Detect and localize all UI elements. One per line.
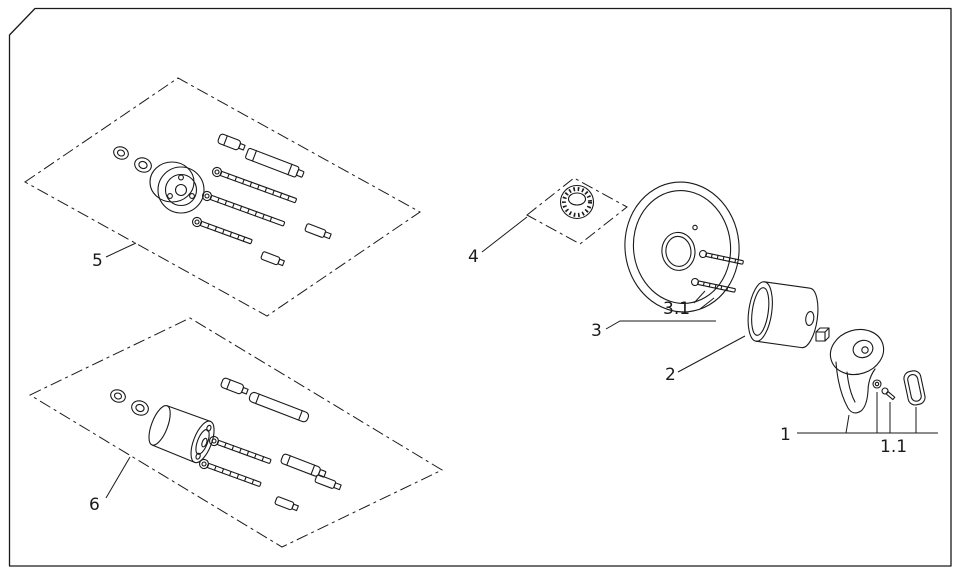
adapter-icon: [304, 223, 332, 240]
screw-icon: [211, 166, 297, 204]
leader-line-2: [677, 335, 746, 373]
connector-cube: [815, 327, 830, 342]
screw-icon: [201, 190, 286, 227]
leader-line-4: [481, 216, 528, 253]
kit6-boundary: [28, 317, 444, 548]
extension-piece: [280, 453, 327, 478]
escutcheon-screws: [690, 249, 744, 293]
screw-icon: [698, 249, 744, 265]
cap-knob: [559, 184, 595, 220]
drawing-frame: [8, 7, 952, 567]
kit5-parts: [113, 133, 332, 267]
extension-spindle: [245, 147, 305, 178]
handle-fixing-parts: [872, 370, 926, 406]
part-label-4: 4: [468, 247, 479, 267]
seal-ring-icon: [134, 157, 152, 173]
seal-ring-icon: [110, 389, 126, 403]
part-label-3-1: 3.1: [663, 299, 690, 319]
kit5-boundary: [24, 77, 421, 317]
screw-icon: [208, 435, 272, 464]
leader-line-5: [105, 242, 137, 258]
cartridge-flange: [149, 161, 205, 214]
sleeve: [747, 281, 819, 349]
part-label-2: 2: [665, 365, 676, 385]
lever-handle: [829, 328, 885, 414]
part-label-3: 3: [591, 321, 602, 341]
seal-ring-icon: [113, 146, 129, 160]
leader-line-3-1: [693, 290, 715, 310]
leader-line-1: [797, 392, 938, 434]
escutcheon-plate: [624, 181, 740, 313]
part-label-5: 5: [92, 251, 103, 271]
screw-icon: [881, 387, 896, 401]
part-label-1-1: 1.1: [880, 437, 907, 457]
extension-spindle: [248, 391, 310, 423]
part-label-6: 6: [89, 495, 100, 515]
kit6-parts: [110, 377, 342, 512]
part-label-1: 1: [780, 425, 791, 445]
screw-icon: [690, 277, 736, 293]
adapter-icon: [260, 251, 285, 267]
leader-line-6: [105, 456, 131, 499]
adapter-icon: [274, 496, 299, 512]
kit4-boundary: [526, 177, 628, 245]
leader-line-3: [605, 320, 716, 330]
screw-icon: [191, 216, 253, 245]
cartridge-cylinder: [148, 405, 215, 464]
cover-plate: [903, 370, 926, 406]
screw-icon: [198, 458, 262, 487]
seal-ring-icon: [131, 400, 149, 416]
adapter-icon: [217, 133, 246, 151]
adapter-icon: [314, 474, 342, 491]
adapter-icon: [220, 377, 249, 395]
